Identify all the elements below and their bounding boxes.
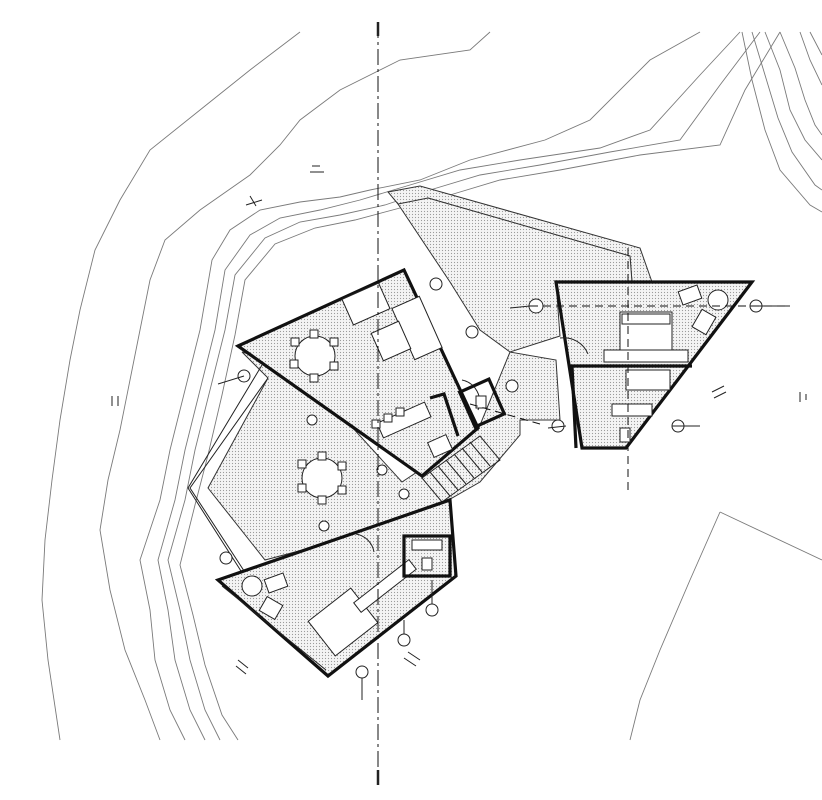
chair	[691, 308, 717, 336]
column	[425, 603, 439, 617]
toilet	[421, 557, 433, 571]
coffee-table	[370, 320, 412, 362]
contour-line	[779, 31, 822, 136]
chair	[263, 572, 289, 594]
contour-line	[799, 31, 822, 86]
chair	[337, 485, 347, 495]
stair	[421, 435, 501, 503]
dining-table	[301, 457, 343, 499]
chair	[337, 461, 347, 471]
column	[219, 551, 233, 565]
column	[398, 488, 410, 500]
door-swing	[355, 533, 375, 553]
contour-line	[719, 511, 822, 561]
bedroom-partition	[570, 365, 578, 449]
bench	[603, 349, 689, 363]
column	[318, 520, 330, 532]
contour-line	[741, 31, 822, 213]
elevation-mark	[235, 659, 249, 675]
elevation-mark	[111, 396, 119, 406]
terrace-dining	[297, 451, 347, 505]
kitchen-unit	[426, 433, 454, 459]
contour-line	[629, 511, 721, 741]
elevation-mark	[403, 651, 421, 667]
column	[429, 277, 443, 291]
contour-line	[764, 31, 822, 161]
column	[465, 325, 479, 339]
column	[355, 665, 369, 679]
stool	[395, 407, 405, 417]
stair-tread	[429, 441, 491, 497]
living-wall	[234, 267, 480, 479]
chair	[297, 459, 307, 469]
vanity	[411, 539, 443, 551]
contour-line	[179, 31, 781, 741]
column	[397, 633, 411, 647]
terrace-edge	[187, 364, 263, 583]
section-axes	[376, 22, 790, 785]
chair	[309, 329, 319, 339]
elevation-mark	[799, 392, 807, 402]
vanity	[611, 403, 653, 417]
column	[306, 414, 318, 426]
south-bedroom-pavilion	[214, 497, 458, 679]
elevation-mark	[310, 165, 324, 173]
column	[505, 379, 519, 393]
toilet	[619, 427, 631, 443]
contour-line	[139, 31, 701, 741]
column	[376, 464, 388, 476]
dining-table	[294, 335, 336, 377]
bench	[353, 559, 417, 613]
terrace-edge	[189, 377, 269, 581]
contour-line	[751, 31, 822, 191]
contour-line	[99, 31, 491, 741]
stair-outline	[421, 435, 501, 503]
service-core	[421, 377, 507, 503]
chair	[677, 284, 703, 306]
living-dining-pavilion	[234, 267, 481, 479]
stool	[383, 413, 393, 423]
chair	[290, 337, 300, 347]
bedroom-wall	[214, 497, 458, 679]
site-contours	[41, 31, 822, 741]
chair	[329, 361, 339, 371]
elevation-mark	[245, 195, 263, 207]
round-table	[241, 575, 263, 597]
bathroom-wall	[402, 534, 452, 578]
deck-surface	[397, 197, 633, 353]
contour-line	[157, 31, 741, 741]
bedroom-floor	[218, 500, 456, 676]
bathtub	[625, 369, 671, 391]
elevation-mark	[711, 385, 727, 399]
contour-line	[809, 31, 822, 56]
east-bedroom-pavilion	[554, 280, 756, 450]
door-swing	[559, 337, 589, 355]
toilet	[475, 395, 487, 409]
partition-wall	[429, 392, 460, 437]
chair	[317, 495, 327, 505]
contour-line	[41, 31, 301, 741]
elevation-marks	[111, 165, 807, 675]
bathroom-wall	[457, 377, 507, 429]
north-deck	[387, 185, 653, 353]
chair	[309, 373, 319, 383]
chair	[258, 595, 284, 621]
bedroom-glazing	[221, 585, 327, 671]
chair	[297, 483, 307, 493]
chair	[317, 451, 327, 461]
round-table	[707, 289, 729, 311]
contour-line	[167, 31, 761, 741]
chair	[329, 337, 339, 347]
stool	[371, 419, 381, 429]
pillow	[621, 313, 671, 325]
chair	[289, 359, 299, 369]
